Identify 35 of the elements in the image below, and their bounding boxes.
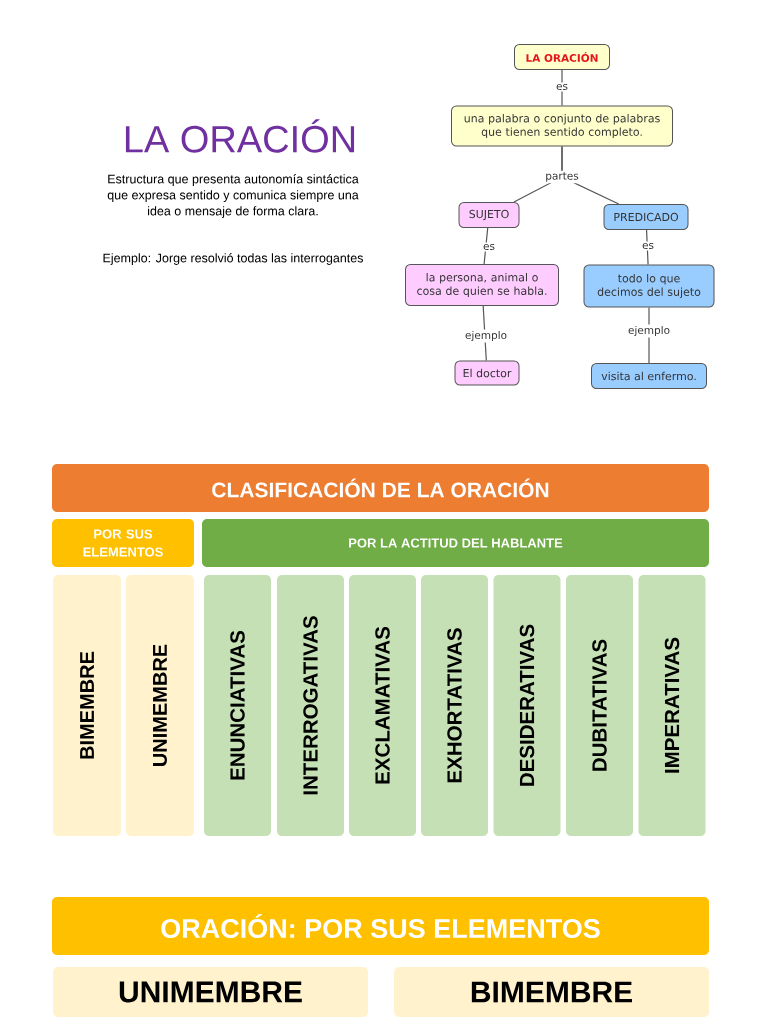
concept-box: El doctor (454, 360, 520, 386)
title: LA ORACIÓN (125, 119, 355, 153)
category-tile: EXCLAMATIVAS (349, 575, 416, 836)
category-tile: ENUNCIATIVAS (204, 575, 271, 836)
heading-banner: CLASIFICACIÓN DE LA ORACIÓN (52, 464, 709, 512)
edge-label: es (481, 242, 497, 252)
subheading-banner: POR LA ACTITUD DEL HABLANTE (202, 519, 709, 567)
example-text: Ejemplo: Jorge resolvió todas las interrogantes (103, 253, 363, 265)
category-tile: DESIDERATIVAS (493, 575, 561, 836)
category-tile: UNIMEMBRE (53, 967, 368, 1017)
definition-text: Estructura que presenta autonomía sintáctica que expresa sentido y comunica siempre una idea o mensaje de forma clara. (107, 174, 359, 218)
concept-box: SUJETO (458, 202, 520, 228)
edge-label: es (554, 82, 570, 92)
concept-box: la persona, animal o cosa de quien se habla. (405, 264, 559, 306)
connector-line (483, 227, 489, 265)
heading-banner: ORACIÓN: POR SUS ELEMENTOS (52, 897, 709, 955)
category-tile: IMPERATIVAS (638, 575, 706, 836)
concept-box: una palabra o conjunto de palabras que tienen sentido completo. (451, 105, 673, 147)
concept-box: PREDICADO (603, 204, 689, 230)
concept-box: todo lo que decimos del sujeto (583, 264, 715, 308)
edge-label: ejemplo (626, 324, 672, 338)
category-tile: INTERROGATIVAS (277, 575, 344, 836)
edge-label: partes (543, 170, 581, 184)
concept-box: LA ORACIÓN (514, 44, 610, 70)
connector-line (645, 229, 649, 266)
category-tile: BIMEMBRE (394, 967, 709, 1017)
subheading-banner: POR SUS ELEMENTOS (52, 519, 194, 567)
edge-label: es (640, 241, 656, 251)
category-tile: BIMEMBRE (53, 575, 121, 836)
category-tile: DUBITATIVAS (566, 575, 633, 836)
category-tile: EXHORTATIVAS (421, 575, 488, 836)
edge-label: ejemplo (463, 329, 509, 343)
category-tile: UNIMEMBRE (126, 575, 194, 836)
concept-box: visita al enfermo. (591, 363, 707, 389)
connector-line (561, 69, 563, 107)
